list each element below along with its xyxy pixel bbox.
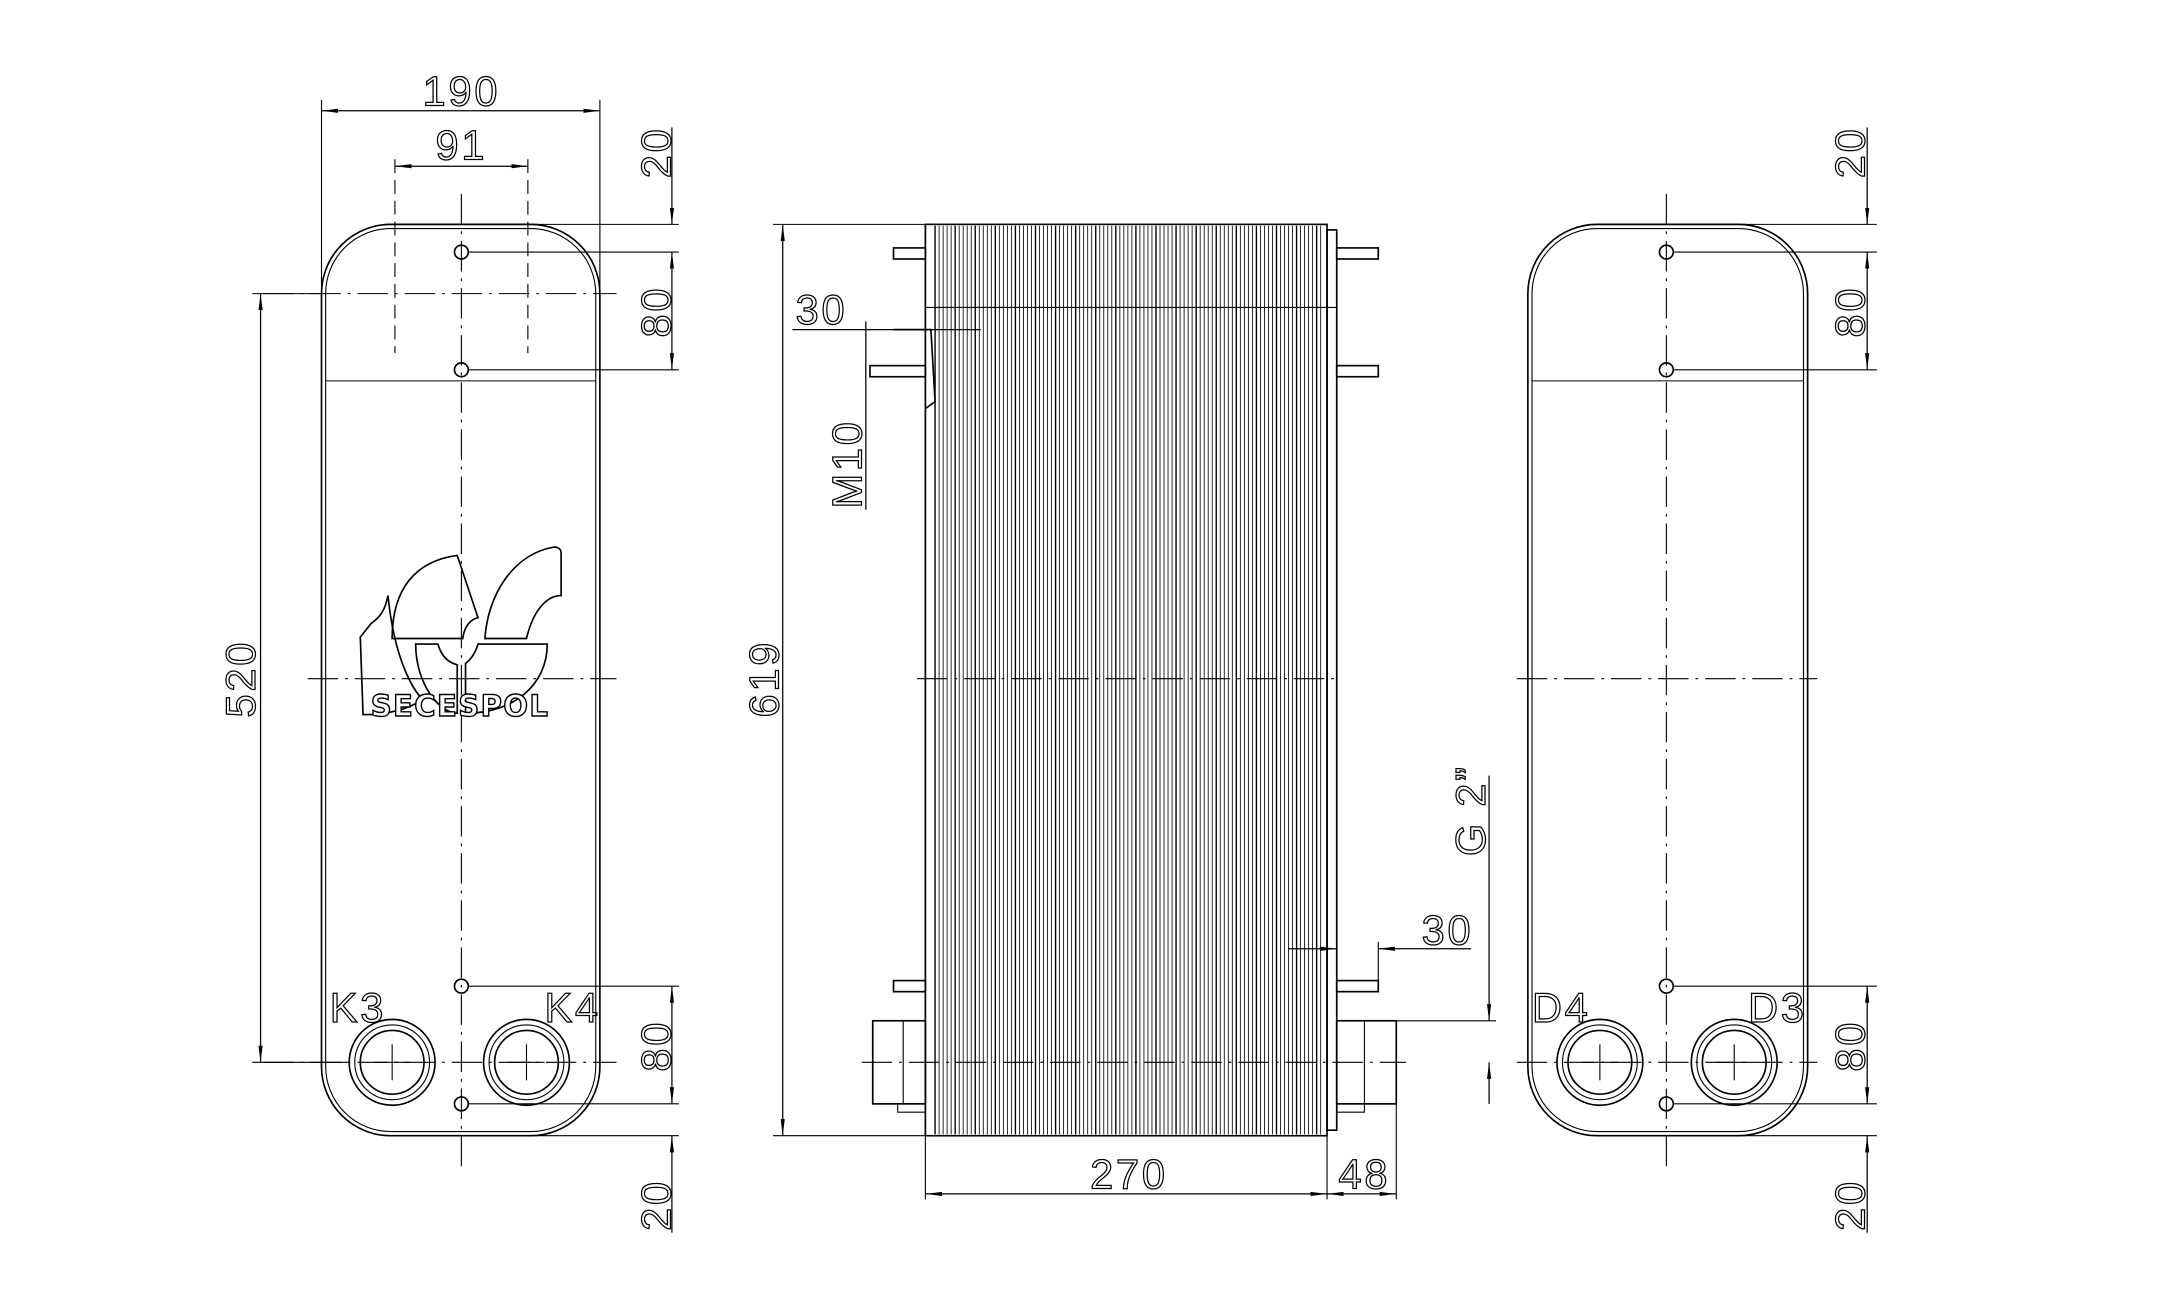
dim-width-190: 190 <box>423 67 501 114</box>
stud-bolt-icons <box>869 247 1380 993</box>
dim-stud-top-30: 30 <box>796 286 848 333</box>
dim-bottom-edge-20: 20 <box>1826 1179 1873 1231</box>
secespol-logo-icon: SECESPOL <box>359 546 562 724</box>
port-label-k3: K3 <box>330 984 386 1031</box>
dim-bottom-edge-20: 20 <box>633 1179 680 1231</box>
port-d4-icon <box>1556 1018 1644 1107</box>
connection-thread-g2: G 2” <box>1447 764 1494 856</box>
connection-left-icon <box>871 1019 927 1113</box>
dim-bottom-ports-80: 80 <box>633 1020 680 1072</box>
port-label-d4: D4 <box>1532 984 1591 1031</box>
plate-outline-inner <box>325 227 597 1133</box>
plate-pack-outline <box>924 223 1328 1137</box>
end-plate <box>1326 229 1338 1132</box>
port-label-k4: K4 <box>544 984 600 1031</box>
dim-connection-length-48: 48 <box>1339 1150 1391 1197</box>
left-front-view: K3 K4 SECESPOL 190 91 20 80 80 20 <box>216 67 680 1233</box>
dim-height-619: 619 <box>741 640 788 718</box>
brand-logo-text: SECESPOL <box>371 689 550 723</box>
dim-stud-bottom-30: 30 <box>1422 907 1474 954</box>
plate-outline <box>320 223 601 1137</box>
dim-bottom-ports-80: 80 <box>1826 1020 1873 1072</box>
plate-outline-inner <box>1531 227 1805 1133</box>
dim-top-edge-20: 20 <box>633 126 680 178</box>
stud-thread-m10: M10 <box>824 419 871 508</box>
port-d3-icon <box>1690 1018 1778 1107</box>
port-label-d3: D3 <box>1748 984 1807 1031</box>
dim-bolt-spacing-91: 91 <box>436 121 488 168</box>
connection-right-icon <box>1335 1019 1398 1113</box>
right-rear-view: D4 D3 20 80 80 20 <box>1516 126 1877 1233</box>
port-k4-icon <box>482 1018 571 1107</box>
dim-top-ports-80: 80 <box>1826 286 1873 338</box>
side-view: 619 30 M10 G 2” 30 270 48 <box>740 223 1497 1200</box>
dim-pack-length-270: 270 <box>1090 1150 1168 1197</box>
dim-port-spacing-520: 520 <box>217 640 264 718</box>
plate-pack <box>934 225 1322 1135</box>
dim-top-ports-80: 80 <box>633 286 680 338</box>
dim-top-edge-20: 20 <box>1826 126 1873 178</box>
